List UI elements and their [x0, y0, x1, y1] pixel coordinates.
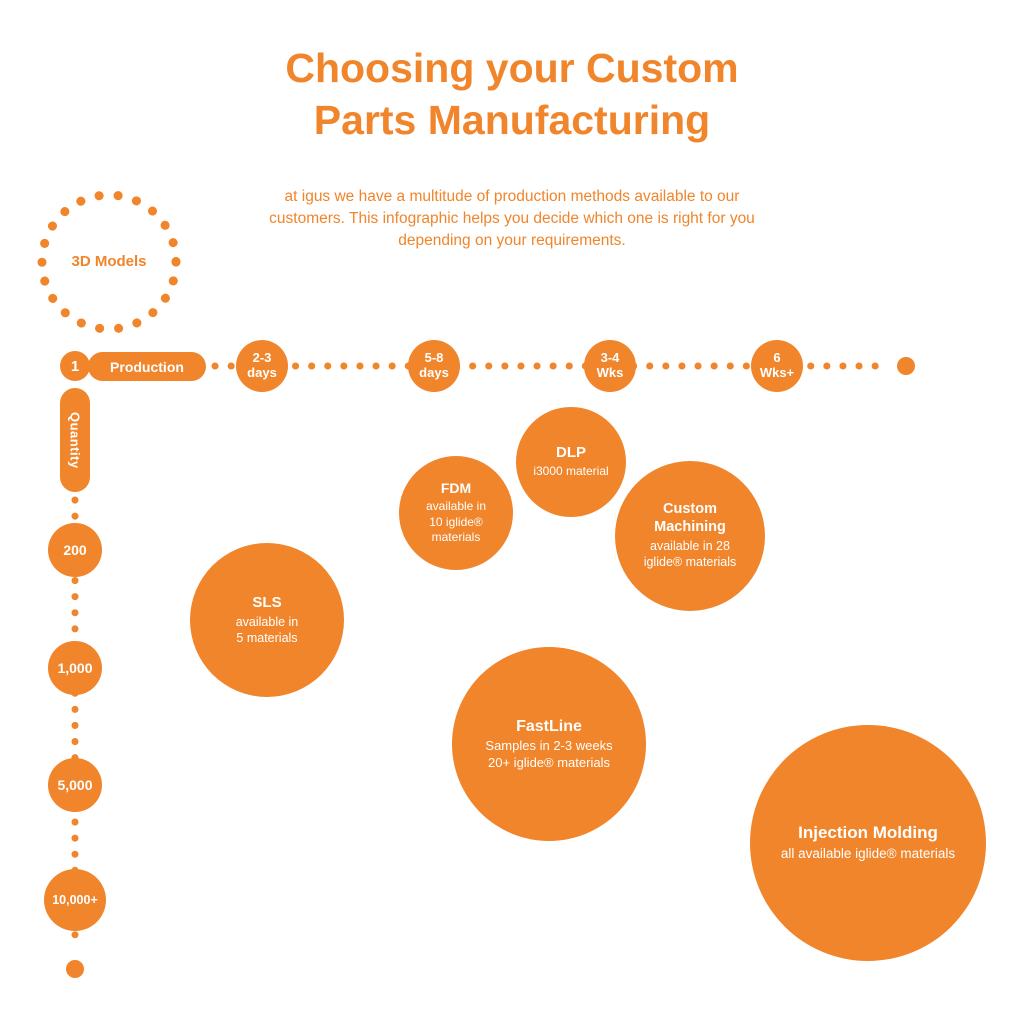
- origin-quantity-1: 1: [60, 351, 90, 381]
- bubble-fastline-desc: Samples in 2-3 weeks 20+ iglide® materia…: [485, 737, 613, 770]
- y-tick-200: 200: [48, 523, 102, 577]
- y-tick-5000: 5,000: [48, 758, 102, 812]
- bubble-dlp-title: DLP: [556, 444, 586, 462]
- bubble-custom-machining-desc: available in 28 iglide® materials: [643, 539, 737, 570]
- bubble-injection-molding-title: Injection Molding: [798, 823, 938, 843]
- y-axis-title-label: Quantity: [67, 411, 83, 469]
- x-axis-title: Production: [88, 352, 206, 381]
- bubble-sls-desc: available in 5 materials: [235, 614, 299, 645]
- bubble-custom-machining: Custom Machining available in 28 iglide®…: [615, 461, 765, 611]
- y-tick-1000: 1,000: [48, 641, 102, 695]
- models-dotted-circle: [37, 190, 181, 334]
- models-3d-label: 3D Models: [71, 253, 147, 270]
- page-title: Choosing your Custom Parts Manufacturing: [285, 45, 739, 144]
- x-tick-6-wks-plus: 6 Wks+: [751, 340, 803, 392]
- y-tick-10000-plus: 10,000+: [44, 869, 106, 931]
- x-axis-title-label: Production: [110, 358, 184, 375]
- bubble-fdm: FDM available in 10 iglide® materials: [399, 456, 513, 570]
- bubble-dlp-desc: i3000 material: [533, 464, 609, 479]
- bubble-injection-molding-desc: all available iglide® materials: [780, 846, 956, 862]
- x-axis-end-dot: [897, 357, 915, 375]
- y-axis-end-dot: [66, 960, 84, 978]
- bubble-sls: SLS available in 5 materials: [190, 543, 344, 697]
- bubble-custom-machining-title: Custom Machining: [654, 501, 726, 535]
- y-axis-title: Quantity: [60, 388, 90, 492]
- bubble-fdm-title: FDM: [440, 480, 472, 497]
- bubble-fdm-desc: available in 10 iglide® materials: [425, 499, 487, 545]
- x-tick-5-8-days: 5-8 days: [408, 340, 460, 392]
- bubble-sls-title: SLS: [252, 593, 282, 611]
- x-tick-3-4-wks: 3-4 Wks: [584, 340, 636, 392]
- x-tick-2-3-days: 2-3 days: [236, 340, 288, 392]
- bubble-fastline: FastLine Samples in 2-3 weeks 20+ iglide…: [452, 647, 646, 841]
- page-subtitle: at igus we have a multitude of productio…: [269, 188, 755, 249]
- bubble-fastline-title: FastLine: [516, 717, 582, 735]
- bubble-injection-molding: Injection Molding all available iglide® …: [750, 725, 986, 961]
- bubble-dlp: DLP i3000 material: [516, 407, 626, 517]
